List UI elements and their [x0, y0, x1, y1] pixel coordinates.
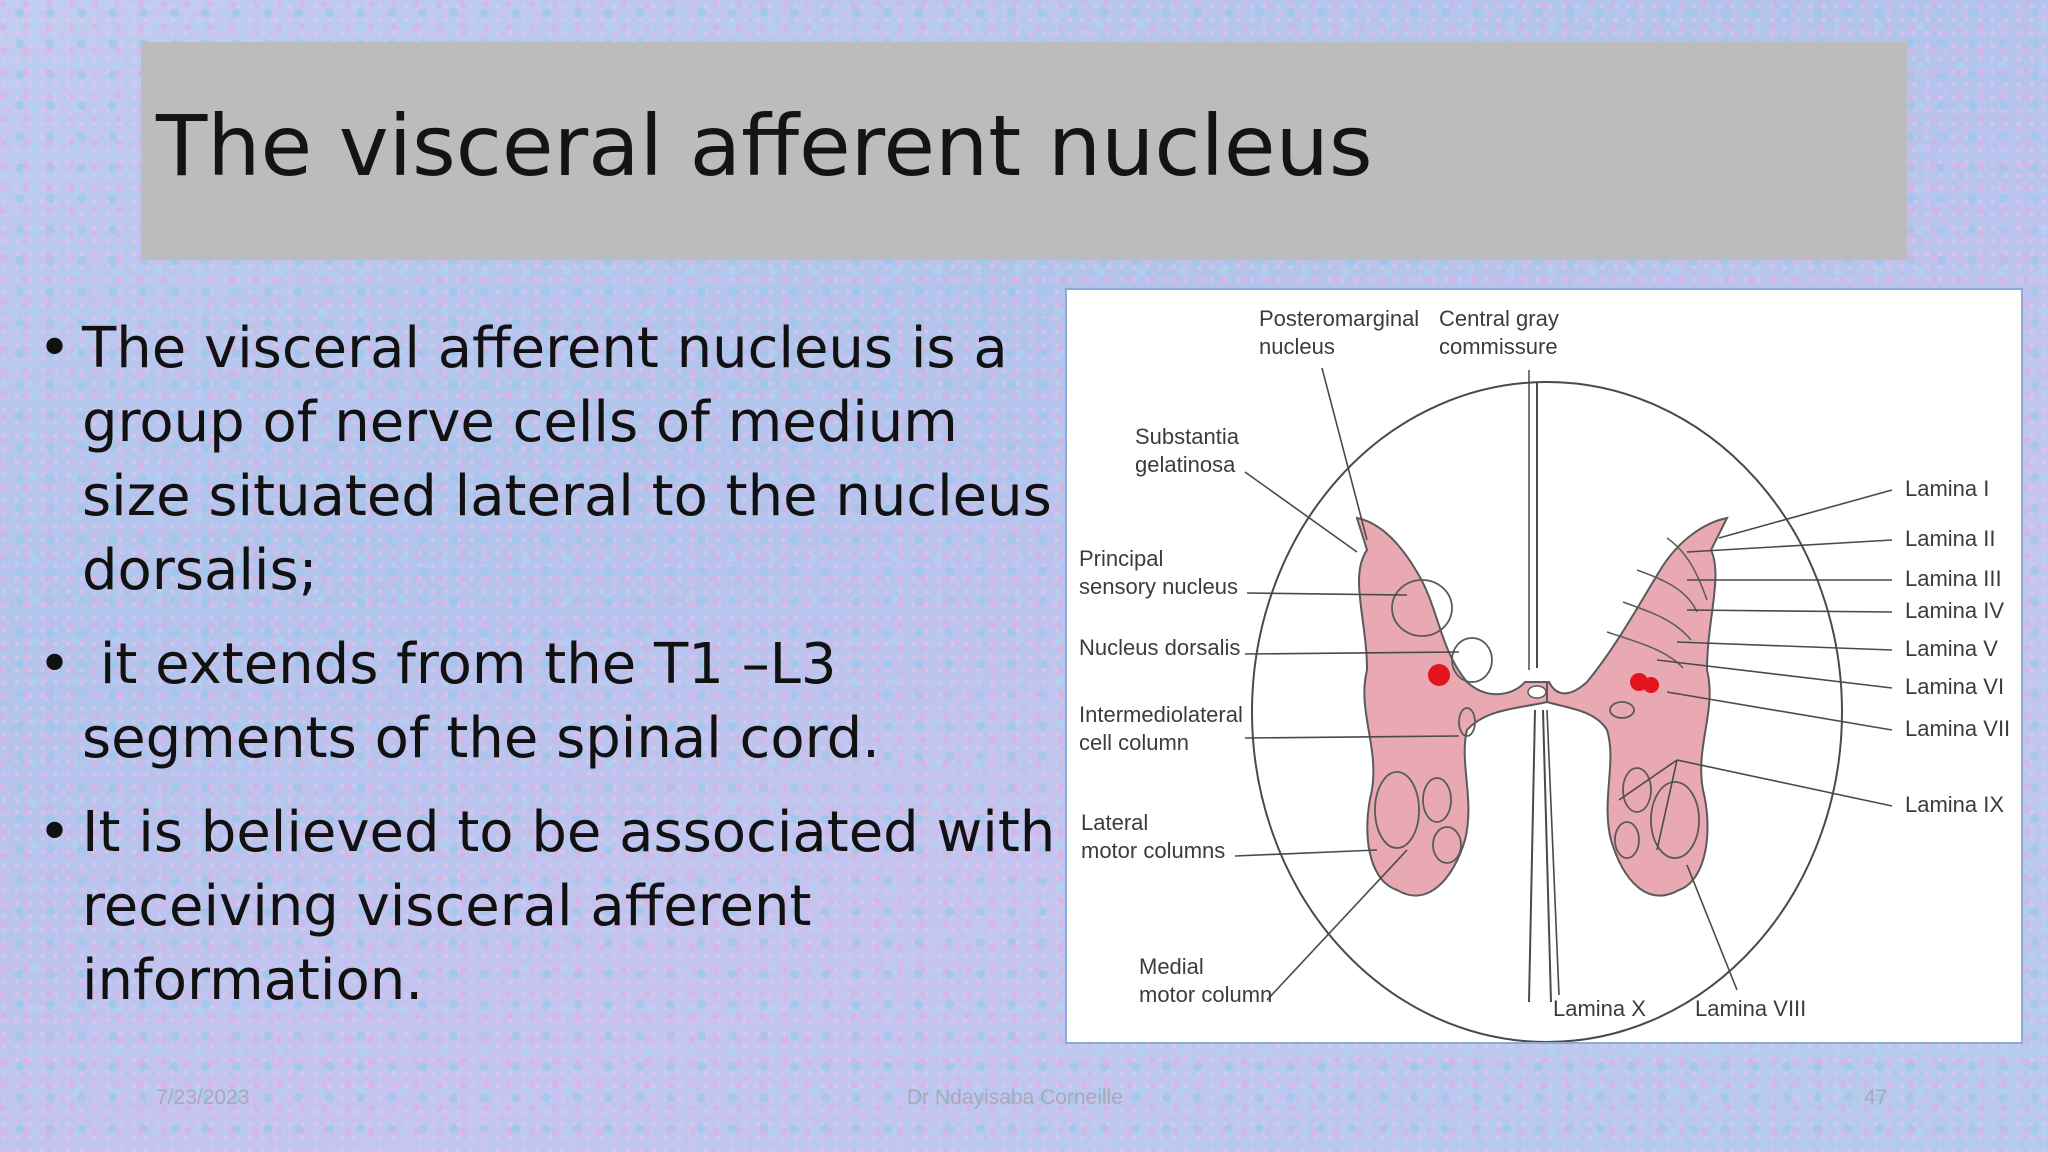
label-lamina-i: Lamina I	[1905, 476, 1989, 501]
label-central-gray-1: Central gray	[1439, 306, 1559, 331]
motor-nucleus-right	[1614, 821, 1640, 859]
spinal-cord-diagram: Posteromarginal nucleus Central gray com…	[1079, 306, 2010, 1042]
label-posteromarginal-1: Posteromarginal	[1259, 306, 1419, 331]
spinal-cord-figure: Posteromarginal nucleus Central gray com…	[1065, 288, 2023, 1044]
motor-nucleus-right	[1622, 767, 1652, 813]
bullet-dot: •	[38, 316, 72, 381]
motor-nucleus-left	[1432, 826, 1462, 864]
visceral-afferent-highlight-right	[1643, 677, 1659, 693]
label-principal-1: Principal	[1079, 546, 1163, 571]
intermediolateral-left	[1458, 707, 1476, 737]
footer-date: 7/23/2023	[156, 1086, 250, 1109]
label-medial-2: motor column	[1139, 982, 1272, 1007]
central-canal	[1527, 685, 1547, 699]
label-intermedio-1: Intermediolateral	[1079, 702, 1243, 727]
label-intermedio-2: cell column	[1079, 730, 1189, 755]
label-lamina-iii: Lamina III	[1905, 566, 2002, 591]
label-lamina-iv: Lamina IV	[1905, 598, 2004, 623]
footer-author: Dr Ndayisaba Corneille	[907, 1086, 1123, 1109]
label-lateral-1: Lateral	[1081, 810, 1148, 835]
label-lamina-x: Lamina X	[1553, 996, 1646, 1021]
label-lamina-viii: Lamina VIII	[1695, 996, 1806, 1021]
title-bar: The visceral afferent nucleus	[141, 42, 1907, 260]
bullet-dot: •	[38, 632, 72, 697]
motor-nucleus-right	[1650, 781, 1700, 859]
ventral-fissure	[1528, 709, 1552, 1003]
label-lamina-v: Lamina V	[1905, 636, 1998, 661]
label-central-gray-2: commissure	[1439, 334, 1558, 359]
laminae-right	[1606, 537, 1708, 669]
footer-page-number: 47	[1864, 1086, 1888, 1109]
dorsalis-nucleus-left	[1451, 637, 1493, 683]
cord-outline	[1251, 381, 1843, 1042]
label-lateral-2: motor columns	[1081, 838, 1225, 863]
bullet-text: it extends from the T1 –L3 segments of t…	[82, 632, 880, 771]
label-medial-1: Medial	[1139, 954, 1204, 979]
label-lamina-vii: Lamina VII	[1905, 716, 2010, 741]
bullet-text: It is believed to be associated with rec…	[82, 800, 1056, 1013]
bullet-dot: •	[38, 800, 72, 865]
motor-nucleus-left	[1374, 771, 1420, 849]
motor-nucleus-left	[1422, 777, 1452, 823]
label-lamina-ii: Lamina II	[1905, 526, 1996, 551]
label-posteromarginal-2: nucleus	[1259, 334, 1335, 359]
bullet-item: •It is believed to be associated with re…	[38, 796, 1068, 1018]
gray-matter-left	[1355, 516, 1548, 897]
label-substantia-2: gelatinosa	[1135, 452, 1236, 477]
intermediolateral-right	[1609, 701, 1635, 719]
slide-title: The visceral afferent nucleus	[156, 97, 1373, 195]
visceral-afferent-highlight-left	[1428, 664, 1450, 686]
label-principal-2: sensory nucleus	[1079, 574, 1238, 599]
bullet-text: The visceral afferent nucleus is a group…	[82, 316, 1052, 603]
label-substantia-1: Substantia	[1135, 424, 1240, 449]
bullet-item: •The visceral afferent nucleus is a grou…	[38, 312, 1068, 608]
label-lamina-ix: Lamina IX	[1905, 792, 2004, 817]
label-dorsalis: Nucleus dorsalis	[1079, 635, 1240, 660]
bullet-item: • it extends from the T1 –L3 segments of…	[38, 628, 1068, 776]
principal-nucleus-left	[1391, 579, 1453, 637]
gray-matter-right	[1546, 516, 1729, 897]
leader-lines	[1234, 367, 1893, 1001]
bullet-list: •The visceral afferent nucleus is a grou…	[38, 312, 1068, 1038]
label-lamina-vi: Lamina VI	[1905, 674, 2004, 699]
